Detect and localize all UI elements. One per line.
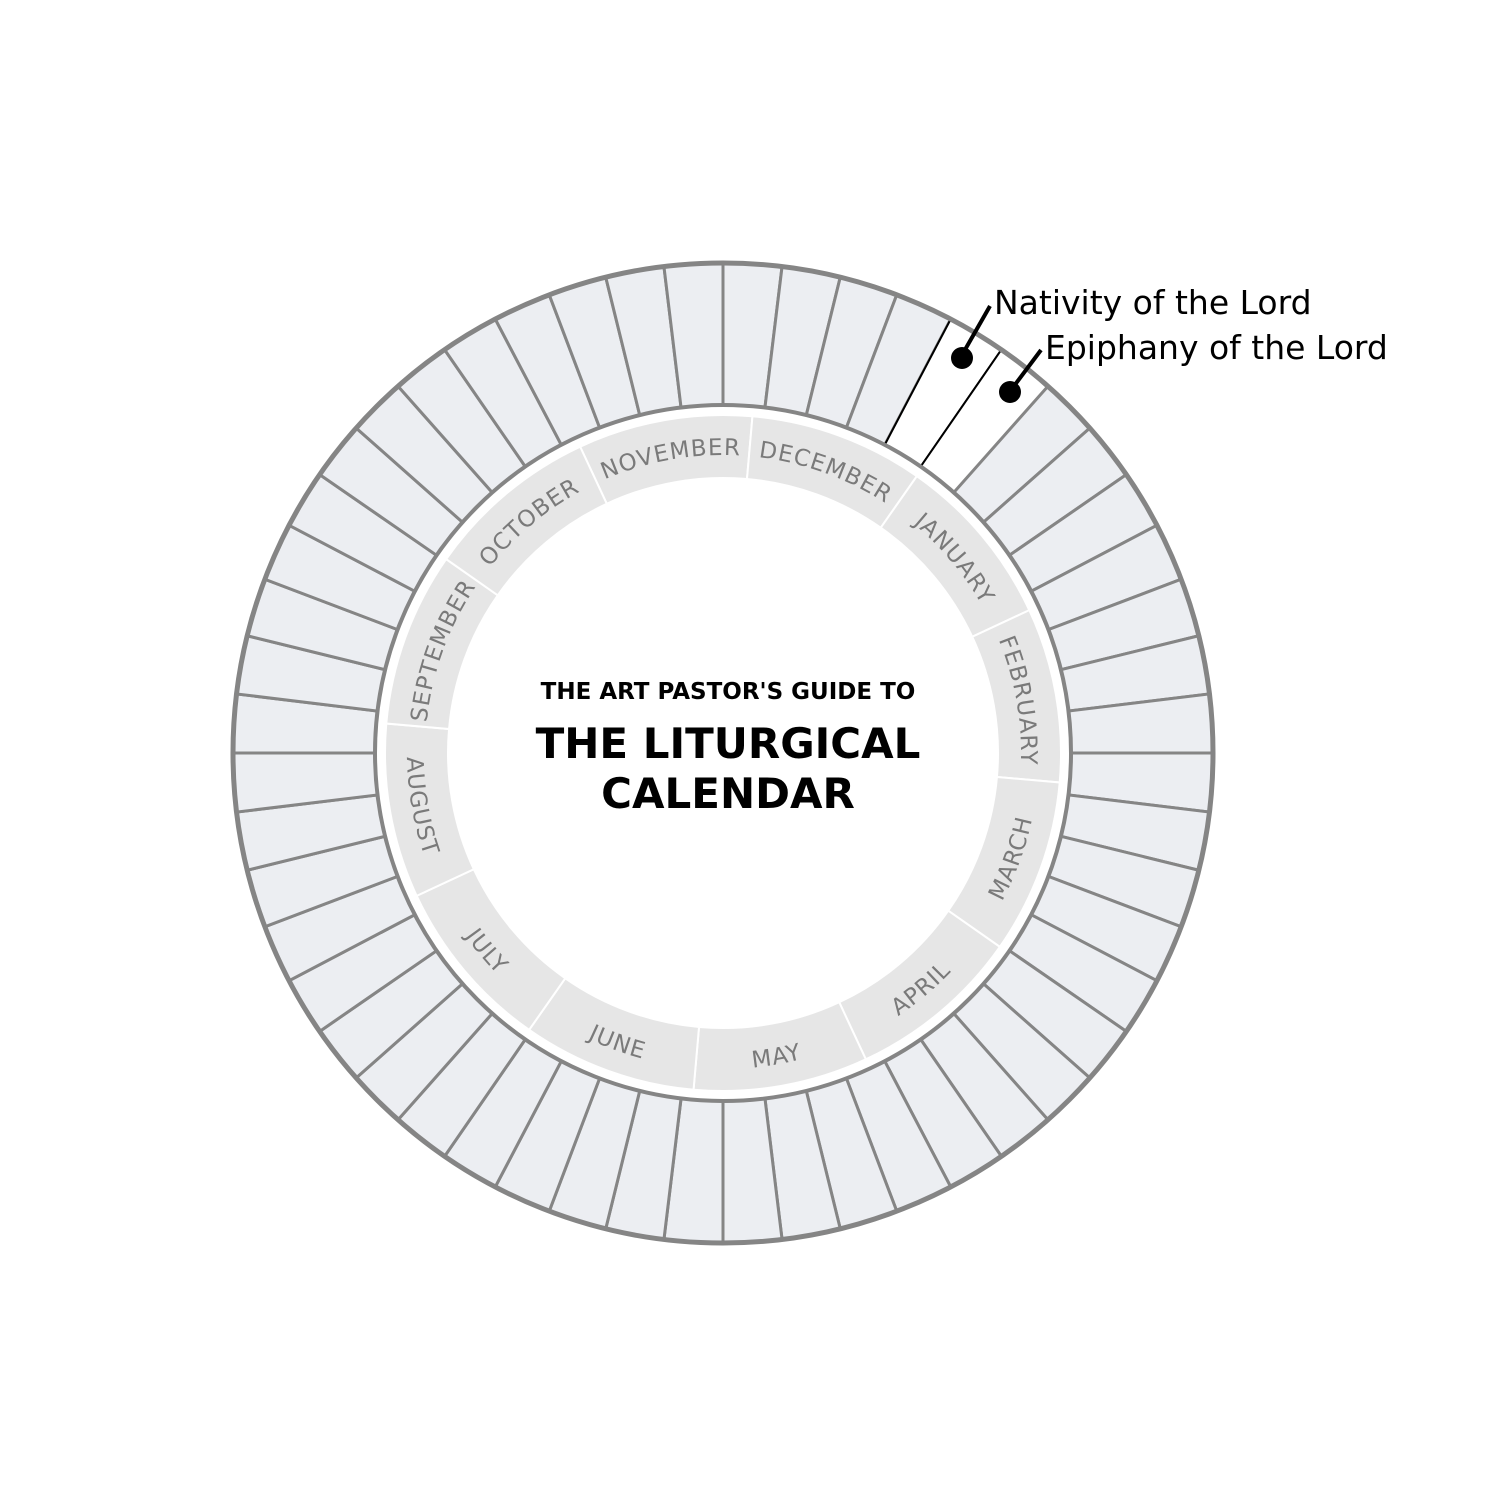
title-line-2: THE LITURGICAL: [536, 719, 921, 768]
title-block: THE ART PASTOR'S GUIDE TO THE LITURGICAL…: [536, 679, 921, 818]
nativity-marker-dot: [951, 347, 973, 369]
month-segment: [444, 445, 609, 597]
inner-ring-border: [373, 403, 1073, 1103]
nativity-leader-line: [960, 305, 992, 356]
title-line-3: CALENDAR: [601, 769, 855, 818]
nativity-label: Nativity of the Lord: [994, 283, 1312, 322]
week-ring: [230, 260, 1216, 1246]
epiphany-label: Epiphany of the Lord: [1045, 328, 1388, 367]
title-line-1: THE ART PASTOR'S GUIDE TO: [541, 679, 916, 705]
annotations: Nativity of the Lord Epiphany of the Lor…: [951, 283, 1388, 403]
epiphany-marker-dot: [999, 381, 1021, 403]
outer-ring-border: [230, 260, 1216, 1246]
